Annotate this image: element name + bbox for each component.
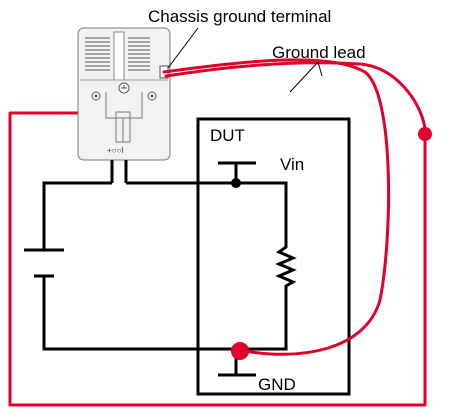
source-circuit xyxy=(42,181,236,351)
ground-lead-leader-2 xyxy=(317,61,323,77)
chassis-ground-leader xyxy=(167,27,199,69)
resistor-icon xyxy=(275,242,297,290)
chassis-ground-terminal-label: Chassis ground terminal xyxy=(148,7,331,26)
dut-label: DUT xyxy=(210,126,245,145)
probe-input-leads xyxy=(110,160,128,183)
ground-lead xyxy=(162,58,432,360)
vin-label: Vin xyxy=(280,155,304,174)
ground-lead-leader-1 xyxy=(289,61,319,93)
probe-terminal-marks: +○○I xyxy=(107,146,124,155)
dut-box xyxy=(196,117,351,396)
gnd-label: GND xyxy=(258,375,296,394)
load-branch xyxy=(236,181,288,351)
chassis-ground-loop xyxy=(8,111,427,407)
differential-probe-icon: +○○I xyxy=(77,27,171,161)
battery-icon xyxy=(24,248,64,278)
ground-lead-label: Ground lead xyxy=(272,43,366,62)
